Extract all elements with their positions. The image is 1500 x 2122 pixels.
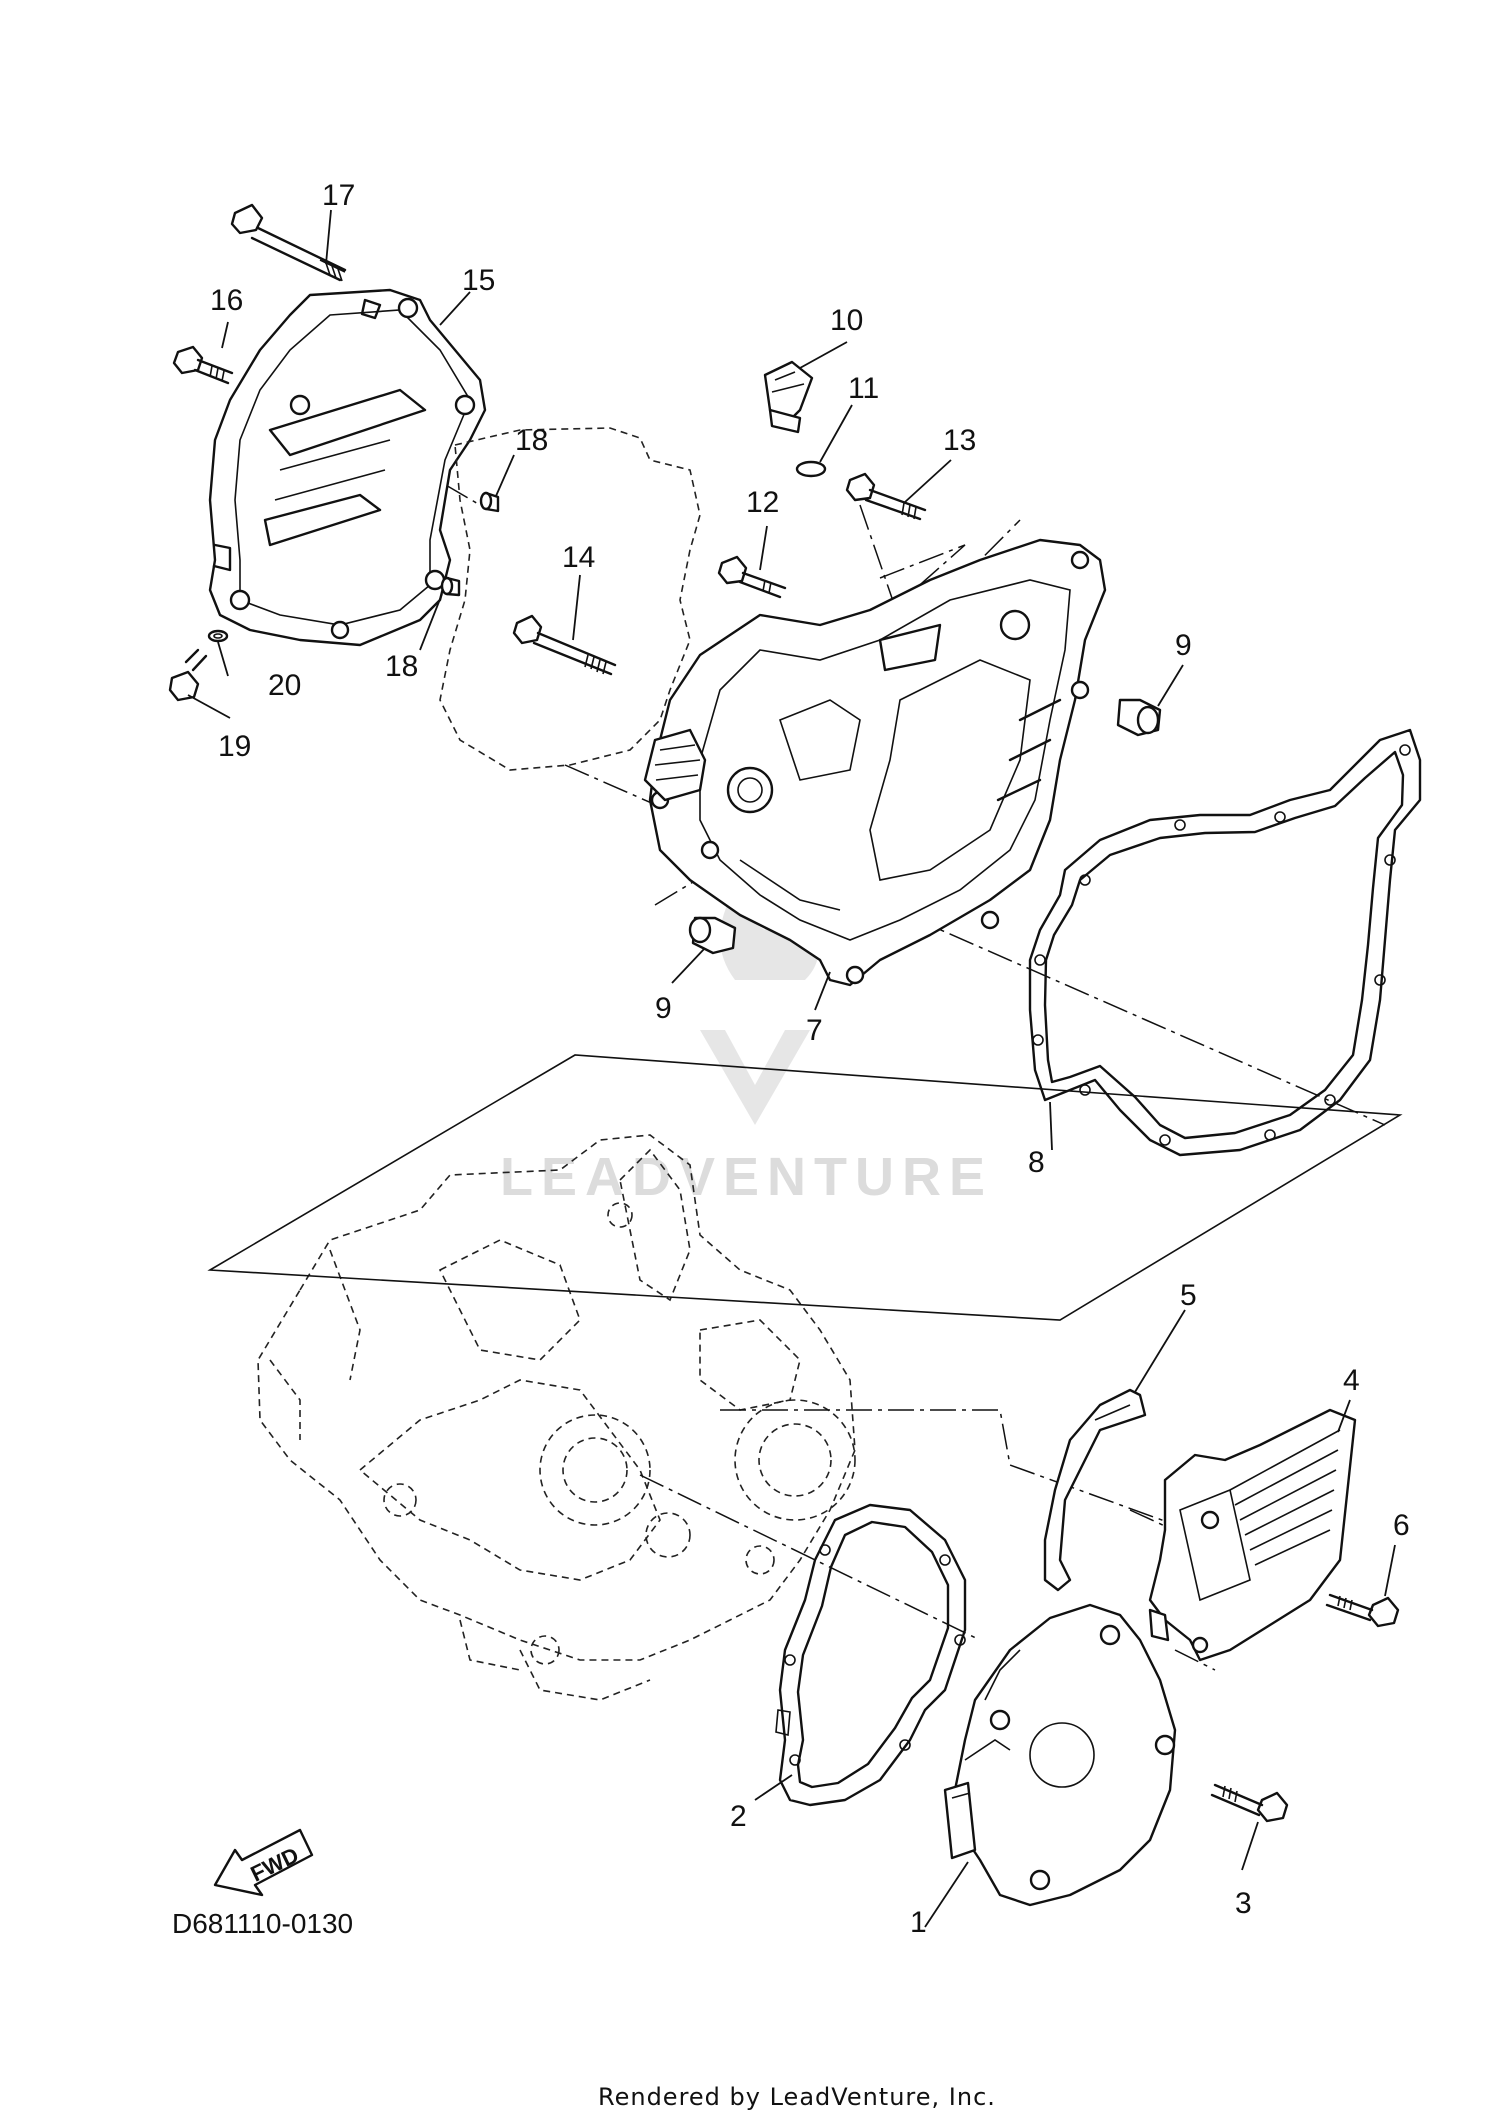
callout-19: 19 (218, 730, 251, 763)
callout-8: 8 (1028, 1146, 1045, 1179)
callout-7: 7 (806, 1014, 823, 1047)
bolt-19 (168, 648, 208, 702)
dowel-9-upper (1116, 698, 1162, 737)
callout-3: 3 (1235, 1887, 1252, 1920)
watermark-text: LEADVENTURE (500, 1147, 993, 1207)
bolt-6 (1325, 1593, 1400, 1628)
dowel-pin-18-lower (440, 576, 461, 597)
gasket-2-holes (775, 1544, 966, 1766)
watermark: LEADVENTURE (500, 880, 993, 1207)
washer-20 (207, 629, 229, 643)
diagram-reference-code: D681110-0130 (172, 1908, 353, 1939)
callout-1: 1 (910, 1906, 927, 1939)
gasket-8-holes (1032, 744, 1411, 1146)
callout-5: 5 (1180, 1279, 1197, 1312)
callout-18-upper: 18 (515, 424, 548, 457)
callout-9-upper: 9 (1175, 629, 1192, 662)
dowel-pin-18-upper (479, 491, 500, 513)
leader-lines (187, 209, 1396, 1928)
bolt-13 (845, 472, 927, 521)
callout-4: 4 (1343, 1364, 1360, 1397)
gasket-8 (1028, 728, 1422, 1157)
stator-cover-1 (943, 1603, 1177, 1907)
bracket-5 (1043, 1388, 1147, 1592)
reference-frame (207, 1054, 1403, 1321)
callout-16: 16 (210, 284, 243, 317)
callout-12: 12 (746, 486, 779, 519)
oil-cap-10 (763, 360, 814, 434)
dowel-9-lower (688, 916, 737, 955)
callout-2: 2 (730, 1800, 747, 1833)
o-ring-11 (795, 460, 827, 478)
gasket-2 (778, 1503, 967, 1807)
callout-11: 11 (848, 372, 879, 405)
callout-17: 17 (322, 179, 355, 212)
cover-15 (208, 288, 487, 647)
callout-labels: 17 15 16 18 18 20 19 10 11 13 12 14 9 9 … (210, 179, 1410, 1939)
gasket-dashed (439, 427, 701, 771)
regulator-4 (1148, 1408, 1357, 1662)
footer-credit: Rendered by LeadVenture, Inc. (598, 2083, 996, 2111)
callout-9-lower: 9 (655, 992, 672, 1025)
bolt-16 (172, 345, 234, 385)
callout-15: 15 (462, 264, 495, 297)
callout-6: 6 (1393, 1509, 1410, 1542)
bolt-3 (1210, 1783, 1289, 1823)
callout-10: 10 (830, 304, 863, 337)
crankcase-cover-7 (643, 538, 1107, 987)
callout-18-lower: 18 (385, 650, 418, 683)
callout-13: 13 (943, 424, 976, 457)
bolt-17 (230, 203, 347, 282)
bolt-14 (512, 614, 617, 676)
crankcase-outline (257, 1134, 856, 1701)
bolt-12 (717, 555, 787, 599)
fwd-arrow-icon: FWD (213, 1828, 314, 1897)
callout-20: 20 (268, 669, 301, 702)
callout-14: 14 (562, 541, 595, 574)
